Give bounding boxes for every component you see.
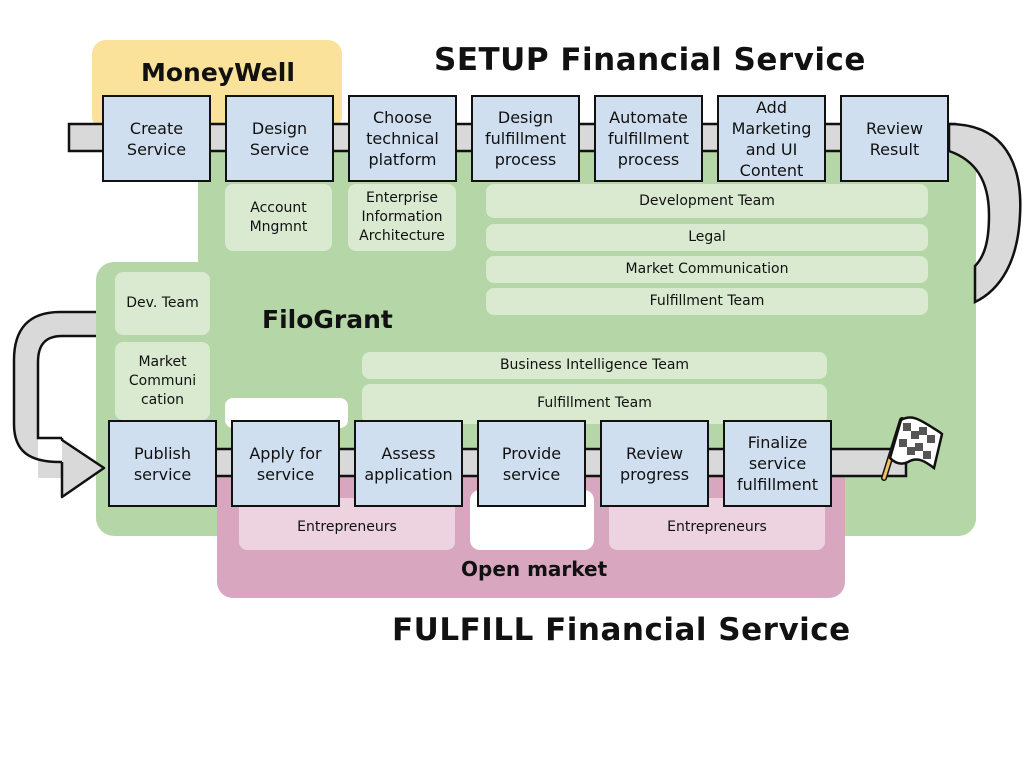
step-choose-technical-platform[interactable]: Choose technical platform: [348, 95, 457, 182]
fulfill-title: FULFILL Financial Service: [392, 612, 851, 648]
checkered-flag-icon: [881, 416, 944, 481]
step-provide-service[interactable]: Provide service: [477, 420, 586, 507]
role-business-intelligence-team: Business Intelligence Team: [362, 352, 827, 379]
step-add-marketing-ui-content[interactable]: Add Marketing and UI Content: [717, 95, 826, 182]
step-assess-application[interactable]: Assess application: [354, 420, 463, 507]
step-design-service[interactable]: Design Service: [225, 95, 334, 182]
step-publish-service[interactable]: Publish service: [108, 420, 217, 507]
step-finalize-service-fulfillment[interactable]: Finalize service fulfillment: [723, 420, 832, 507]
role-legal: Legal: [486, 224, 928, 251]
step-review-progress[interactable]: Review progress: [600, 420, 709, 507]
setup-return-connector: [947, 122, 1022, 304]
open-market-label: Open market: [461, 557, 608, 581]
step-create-service[interactable]: Create Service: [102, 95, 211, 182]
filogrant-label: FiloGrant: [262, 305, 393, 334]
step-automate-fulfillment-process[interactable]: Automate fulfillment process: [594, 95, 703, 182]
role-fulfillment-team-setup: Fulfillment Team: [486, 288, 928, 315]
role-fulfillment-team-fulfill: Fulfillment Team: [362, 384, 827, 424]
role-dev-team: Dev. Team: [115, 272, 210, 335]
role-account-mngmnt: Account Mngmnt: [225, 184, 332, 251]
publish-entry-arrow: [14, 312, 104, 497]
setup-title: SETUP Financial Service: [434, 42, 866, 78]
step-design-fulfillment-process[interactable]: Design fulfillment process: [471, 95, 580, 182]
role-market-communication: Market Communication: [486, 256, 928, 283]
moneywell-label: MoneyWell: [141, 58, 295, 87]
role-enterprise-information-architecture: Enterprise Information Architecture: [348, 184, 456, 251]
role-market-communication-fulfill: Market Communi cation: [115, 342, 210, 420]
role-development-team: Development Team: [486, 184, 928, 218]
step-review-result[interactable]: Review Result: [840, 95, 949, 182]
step-apply-for-service[interactable]: Apply for service: [231, 420, 340, 507]
